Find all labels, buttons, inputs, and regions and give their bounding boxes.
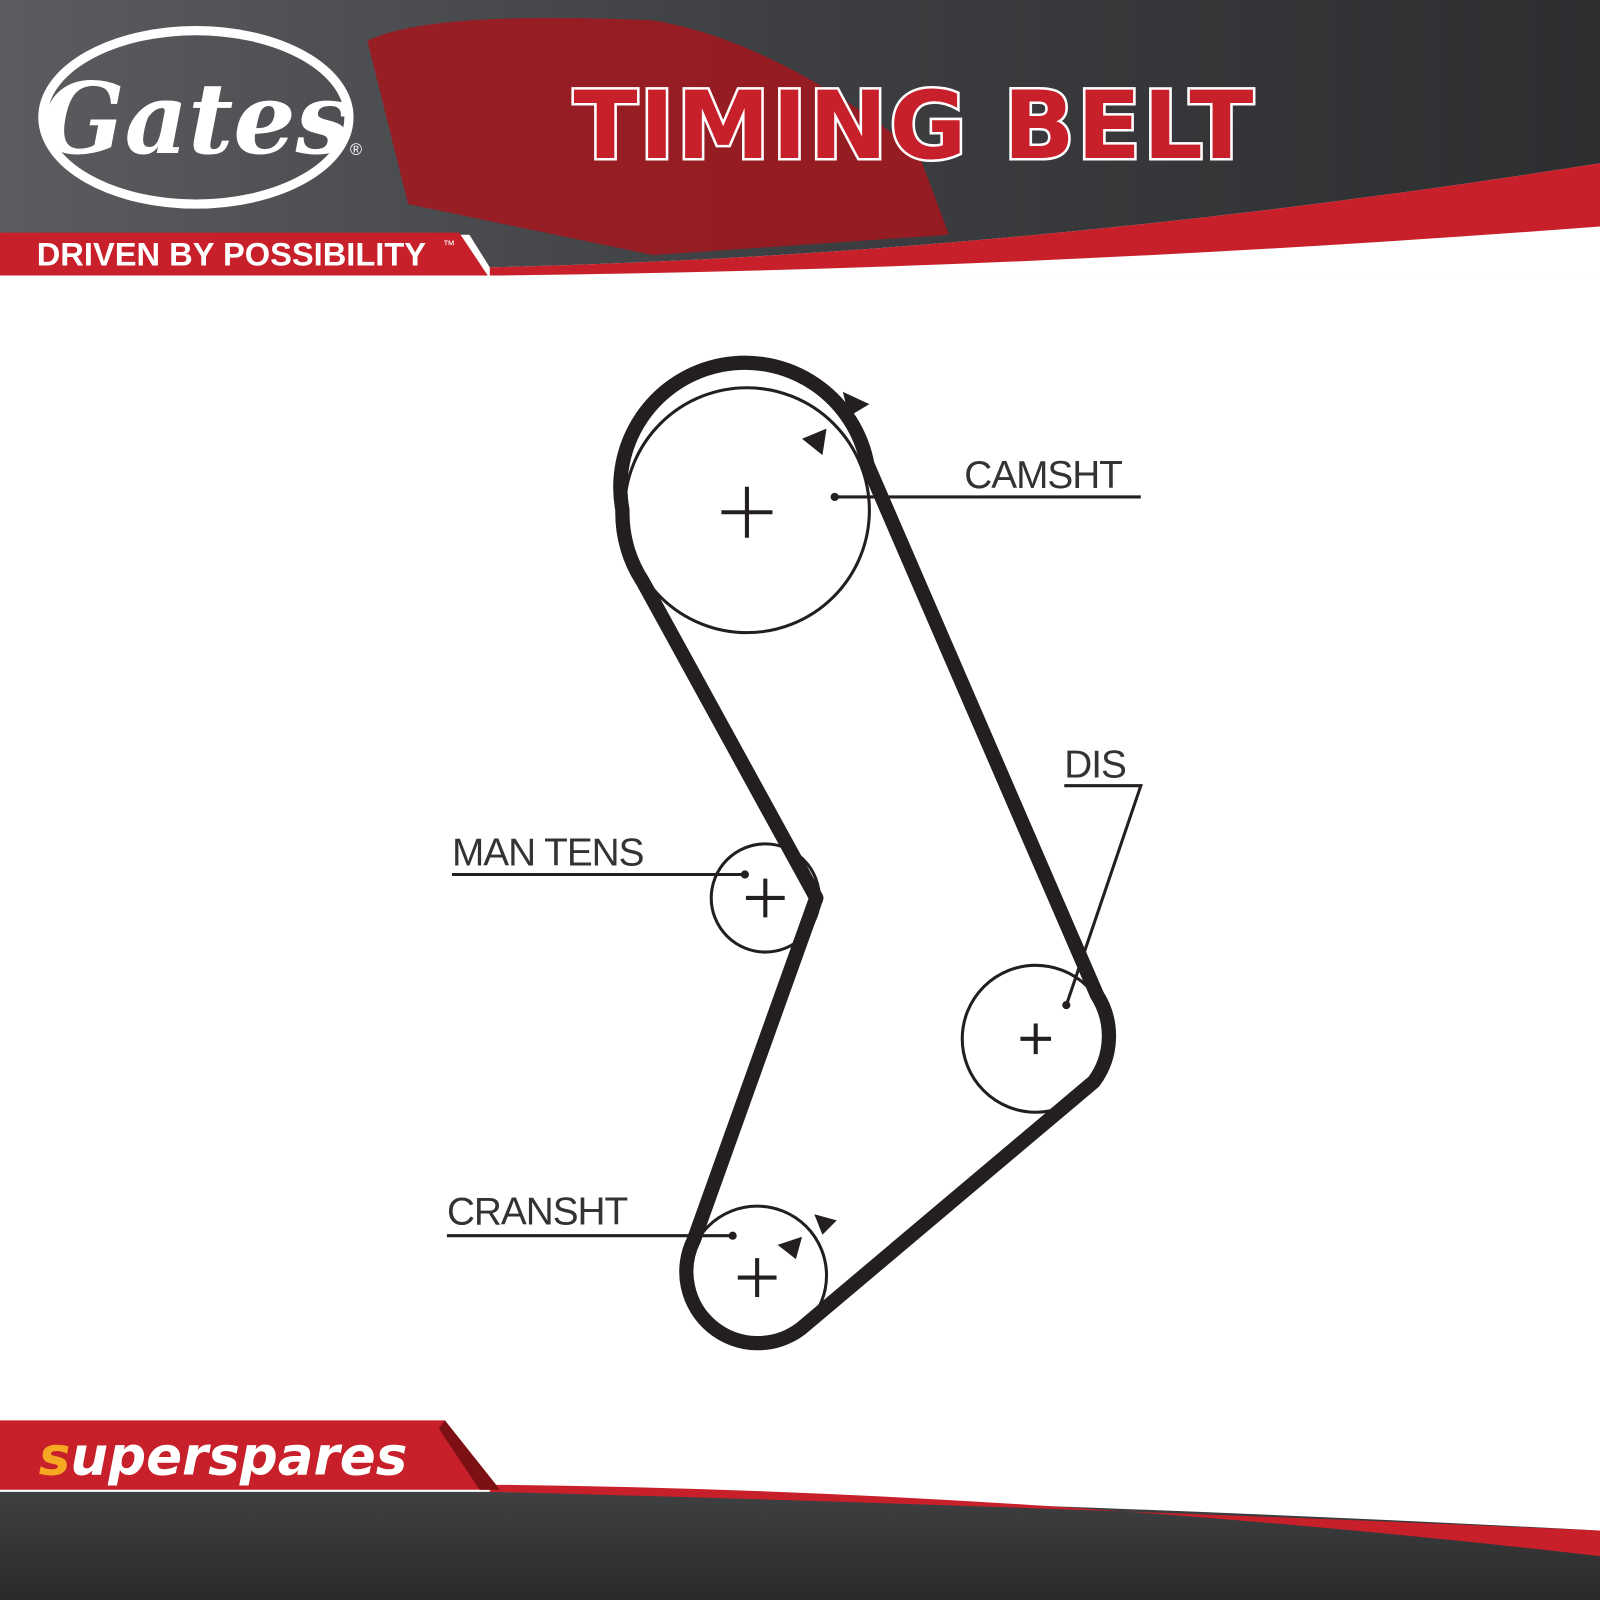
label-man-tens: MAN TENS — [452, 831, 644, 874]
direction-arrows — [777, 391, 870, 1260]
trademark: ™ — [443, 238, 455, 252]
car-image — [367, 17, 949, 256]
leader-lines — [446, 495, 1143, 1238]
crankshaft-pulley — [686, 1204, 829, 1347]
tensioner-pulley — [709, 842, 821, 954]
superspares-logo: superspares — [39, 1425, 408, 1487]
registered-mark: ® — [350, 141, 362, 159]
tagline: DRIVEN BY POSSIBILITY — [37, 235, 427, 272]
label-camshaft: CAMSHT — [964, 454, 1122, 497]
tagline-ribbon — [0, 232, 488, 276]
gates-logo — [38, 26, 354, 209]
gates-logo-text: Gates — [41, 62, 351, 177]
belt — [613, 355, 1117, 1351]
camshaft-pulley — [622, 386, 871, 635]
header-banner: Gates ® TIMING BELT DRIVEN BY POSSIBILIT… — [0, 0, 1600, 276]
page-title: TIMING BELT — [573, 72, 1255, 181]
footer-banner: superspares — [0, 1420, 1600, 1600]
distributor-pulley — [960, 963, 1111, 1114]
center-marks — [721, 486, 1052, 1297]
label-crankshaft: CRANSHT — [447, 1190, 628, 1233]
label-dis: DIS — [1064, 744, 1126, 787]
belt-routing-diagram: CAMSHT MAN TENS DIS CRANSHT — [446, 355, 1143, 1351]
